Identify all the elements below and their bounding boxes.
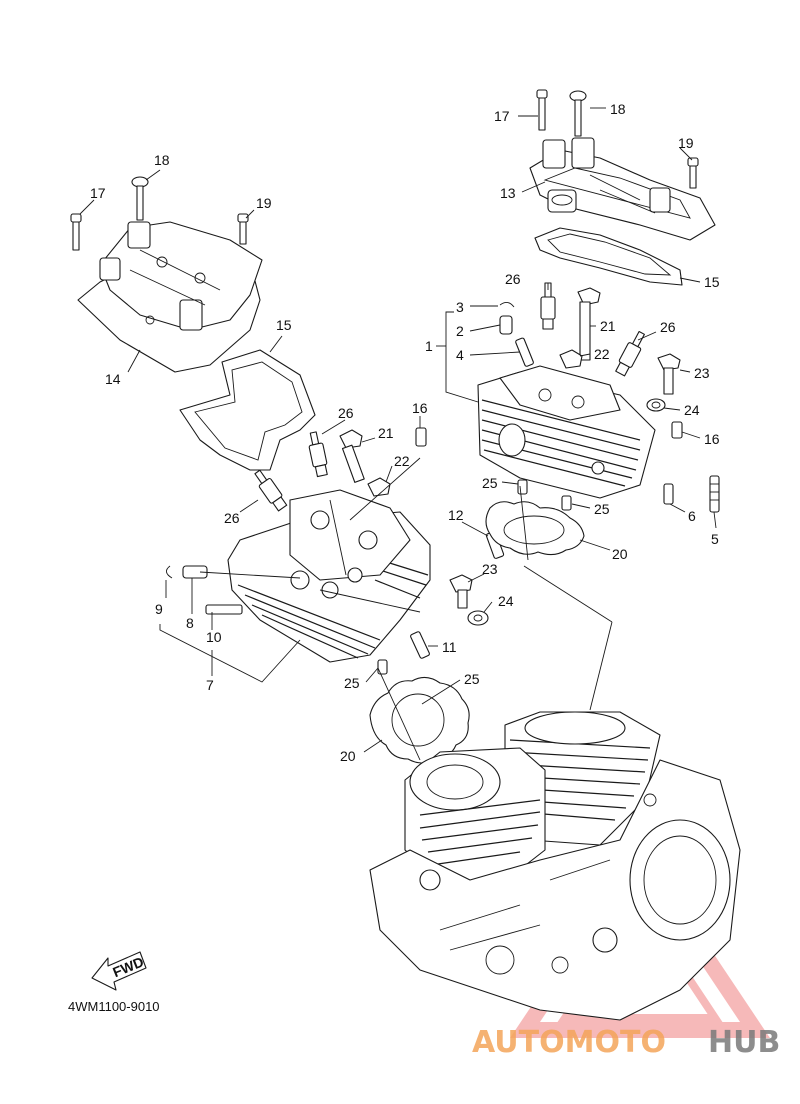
bolt-17-front — [70, 213, 82, 251]
label-part-25: 25 — [594, 501, 610, 517]
fwd-arrow-icon: FWD — [91, 951, 147, 991]
stud-11 — [410, 631, 430, 659]
label-part-9: 9 — [155, 601, 163, 617]
label-part-18: 18 — [154, 152, 170, 168]
engine-block — [369, 711, 741, 1021]
rocker-cover-rear — [529, 137, 716, 241]
clip-3 — [499, 302, 515, 308]
part-number-labels: 17 18 19 13 15 26 3 2 1 4 21 22 26 23 24… — [90, 101, 720, 764]
bolt-19-front — [237, 213, 249, 245]
gasket-15-rear — [534, 227, 683, 286]
washer-24-front — [467, 610, 489, 626]
gasket-15-front — [179, 349, 316, 471]
label-part-4: 4 — [456, 347, 464, 363]
cylinder-head-rear — [477, 365, 656, 499]
label-part-14: 14 — [105, 371, 121, 387]
label-part-18: 18 — [610, 101, 626, 117]
label-part-11: 11 — [442, 639, 457, 655]
label-part-2: 2 — [456, 323, 464, 339]
watermark-text-part2: HUB — [708, 1025, 780, 1060]
label-part-26: 26 — [505, 271, 521, 287]
label-part-25: 25 — [464, 671, 480, 687]
dowel-25a — [517, 479, 528, 495]
label-part-24: 24 — [684, 402, 700, 418]
label-part-22: 22 — [394, 453, 410, 469]
head-gasket-20-rear — [485, 501, 585, 556]
stud-4 — [515, 337, 534, 367]
washer-24-rear — [646, 398, 666, 412]
diagram-code: 4WM1100-9010 — [68, 999, 160, 1014]
head-gasket-20-front — [369, 676, 470, 764]
label-part-25: 25 — [482, 475, 498, 491]
label-part-5: 5 — [711, 531, 719, 547]
spark-plug-26c — [308, 431, 328, 478]
label-part-6: 6 — [688, 508, 696, 524]
label-part-12: 12 — [448, 507, 464, 523]
spark-plug-26d — [254, 469, 288, 512]
stud-5 — [709, 475, 720, 513]
label-part-17: 17 — [90, 185, 106, 201]
stud-6 — [663, 483, 674, 505]
label-part-16: 16 — [704, 431, 720, 447]
label-part-23: 23 — [482, 561, 498, 577]
dowel-16-rear — [671, 421, 683, 439]
stud-10 — [205, 604, 243, 615]
label-part-15: 15 — [704, 274, 720, 290]
nut-22-front — [367, 477, 391, 497]
label-part-3: 3 — [456, 299, 464, 315]
label-part-19: 19 — [678, 135, 694, 151]
label-part-15: 15 — [276, 317, 292, 333]
label-part-8: 8 — [186, 615, 194, 631]
watermark-text: AUTOMOTO HUB — [472, 1025, 780, 1060]
label-part-24: 24 — [498, 593, 514, 609]
label-part-26: 26 — [660, 319, 676, 335]
dowel-25b — [561, 495, 572, 511]
bolt-18-front — [131, 176, 149, 221]
label-part-20: 20 — [612, 546, 628, 562]
watermark-text-part1: AUTOMOTO — [472, 1025, 666, 1060]
label-part-10: 10 — [206, 629, 222, 645]
label-part-26: 26 — [224, 510, 240, 526]
bolt-23-front — [449, 574, 473, 609]
rocker-cover-front — [77, 221, 263, 373]
label-part-22: 22 — [594, 346, 610, 362]
dowel-25c — [377, 659, 388, 675]
label-part-19: 19 — [256, 195, 272, 211]
bolt-21-rear — [577, 287, 601, 361]
label-part-25: 25 — [344, 675, 360, 691]
clip-9 — [166, 565, 173, 579]
bolt-21-front — [339, 429, 365, 483]
leader-lines — [79, 107, 717, 761]
bolt-17-rear — [536, 89, 548, 131]
bolt-19-rear — [687, 157, 699, 189]
label-part-13: 13 — [500, 185, 516, 201]
label-part-20: 20 — [340, 748, 356, 764]
label-part-23: 23 — [694, 365, 710, 381]
label-part-1: 1 — [425, 338, 433, 354]
label-part-17: 17 — [494, 108, 510, 124]
dowel-16-front — [415, 427, 427, 447]
label-part-16: 16 — [412, 400, 428, 416]
label-part-7: 7 — [206, 677, 214, 693]
label-part-26: 26 — [338, 405, 354, 421]
nut-22-rear — [559, 349, 583, 369]
cylinder-head-front — [227, 489, 431, 663]
label-part-21: 21 — [600, 318, 616, 334]
spark-plug-26b — [615, 330, 645, 377]
label-part-21: 21 — [378, 425, 394, 441]
bolt-18-rear — [569, 90, 587, 137]
bolt-23-rear — [657, 353, 681, 395]
valve-guide-2 — [499, 315, 513, 335]
